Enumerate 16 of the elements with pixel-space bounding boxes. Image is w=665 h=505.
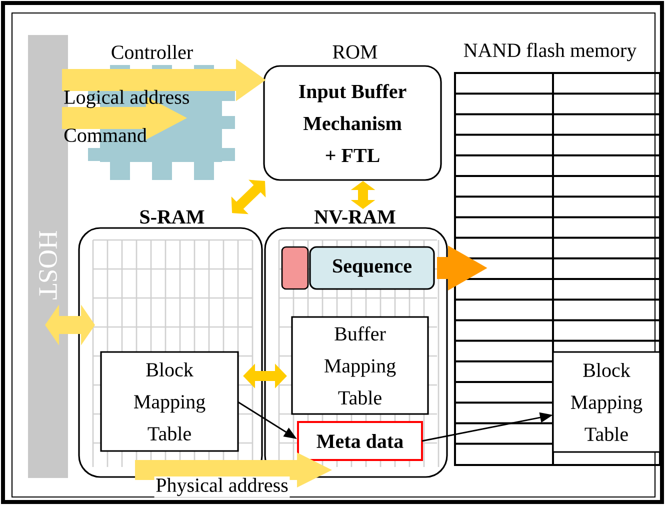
heading: ROM	[332, 45, 378, 59]
arrow	[231, 180, 266, 214]
heading: NAND flash memory	[464, 42, 637, 62]
table-box: Block Mapping Table	[100, 351, 239, 452]
edge-label: Physical address	[154, 476, 290, 498]
table-box: Buffer Mapping Table	[291, 316, 429, 415]
heading: Controller	[112, 44, 193, 60]
arrow	[350, 181, 376, 209]
metadata-box: Meta data	[297, 421, 423, 461]
heading: NV-RAM	[314, 210, 396, 224]
heading: S-RAM	[140, 210, 204, 224]
process-box: Input Buffer Mechanism + FTL	[263, 65, 442, 181]
sequence-block: Sequence	[309, 246, 435, 290]
arrow	[45, 304, 95, 346]
table-box: Block Mapping Table	[552, 351, 661, 453]
marker-block	[281, 246, 309, 290]
